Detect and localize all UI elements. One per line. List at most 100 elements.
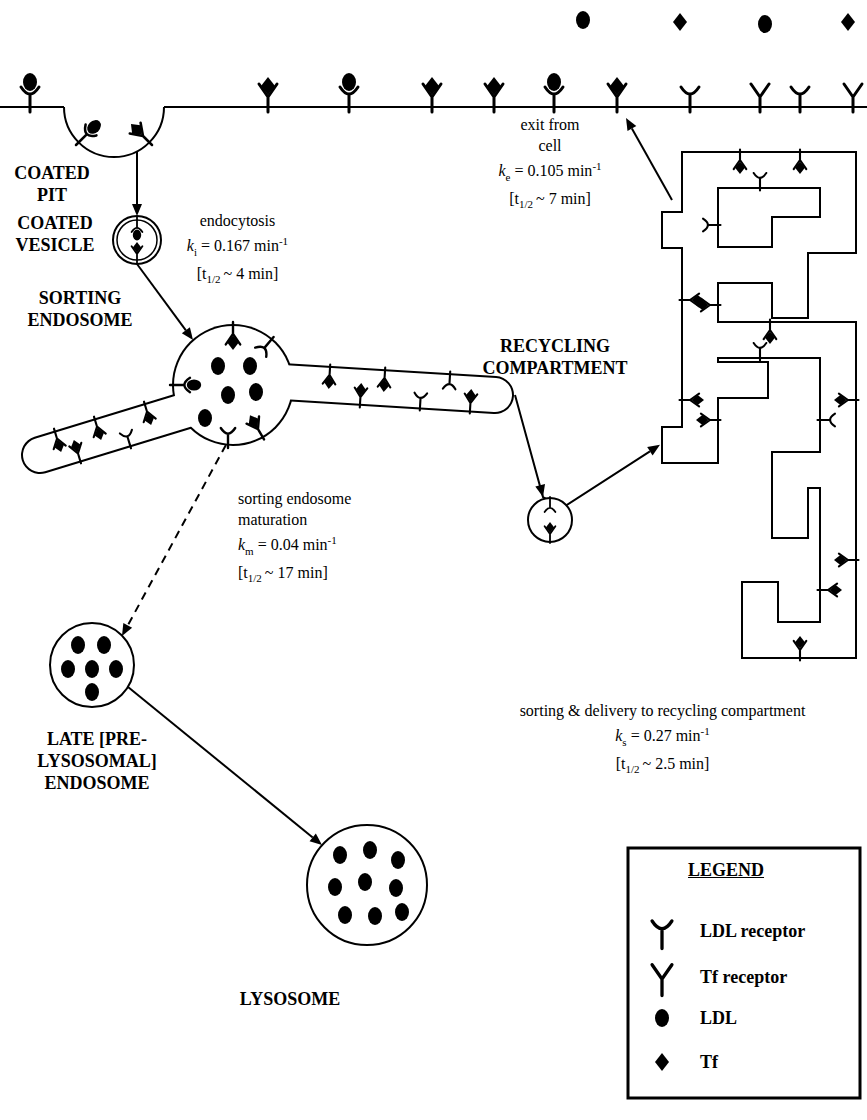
pit-ldl-receptor: [71, 116, 105, 150]
vesicle-tf-receptor: [132, 242, 143, 263]
connector-line: [137, 264, 186, 330]
recycling-tf-receptor: [734, 150, 747, 175]
endosome-ldl-receptor: [255, 332, 279, 357]
node-label: LYSOSOME: [235, 988, 345, 1010]
text-line: ks= 0.27 min-1: [460, 721, 865, 753]
legend-entry: Tf receptor: [700, 966, 787, 988]
arrowhead: [132, 204, 142, 216]
note-text: k: [238, 536, 245, 553]
tubule-tf-receptor: [463, 389, 477, 414]
tubule-border: [680, 170, 838, 640]
recycling-tf-receptor: [680, 394, 705, 407]
tubule-ldl-receptor: [413, 393, 427, 411]
note-text: ~ 2.5 min]: [642, 755, 709, 772]
note-text: [t: [238, 564, 248, 581]
membrane-ldl-receptor: [21, 73, 39, 112]
lysosome-ldl: [363, 841, 377, 859]
membrane-ldl-receptor: [791, 87, 809, 112]
note-text: endocytosis: [200, 212, 276, 229]
text-line: LEGEND: [688, 860, 838, 881]
subscript: 1/2: [519, 198, 533, 210]
subscript: m: [245, 545, 254, 557]
legend-title: LEGEND: [688, 860, 838, 881]
lysosome-ldl: [358, 873, 372, 891]
pit-tf-receptor: [126, 119, 158, 151]
subscript: 1/2: [206, 273, 220, 285]
sorting-endosome-shape: [20, 325, 515, 475]
vesicle-outline: [113, 216, 161, 264]
tubule-lumen: [680, 170, 838, 640]
note-text: ~ 7 min]: [536, 190, 591, 207]
maturation-rate-note: sorting endosome maturationkm= 0.04 min-…: [238, 488, 388, 589]
subscript: e: [506, 171, 511, 183]
text-line: endocytosis: [170, 210, 305, 231]
note-text: = 0.04 min: [258, 536, 328, 553]
endosome-ldl: [198, 409, 212, 427]
coated-pit-shape: [64, 107, 164, 157]
endosome-ldl-receptor: [221, 428, 235, 448]
lysosome-ldl: [338, 906, 352, 924]
recycling-tf-receptor: [834, 394, 859, 407]
connector: [515, 395, 660, 508]
late-endosome-ldl: [61, 660, 75, 678]
legend-text: Tf: [700, 1051, 718, 1073]
connector: [137, 264, 193, 340]
endosome-ldl-receptor: [170, 378, 201, 392]
recycling-compartment: RECYCLING COMPARTMENT: [660, 130, 867, 660]
connector-line: [128, 445, 226, 625]
label-holder: LATE [PRE-LYSOSOMAL] ENDOSOME: [2, 728, 192, 794]
membrane-tf-receptor: [485, 77, 503, 112]
legend-entry: LDL: [700, 1007, 737, 1029]
subscript: s: [622, 736, 626, 748]
late-endosome-ldl: [85, 660, 99, 678]
note-text: k: [615, 727, 622, 744]
late-endosome-ldl: [109, 660, 123, 678]
legend-entry: Tf: [700, 1051, 718, 1073]
node-label: SORTING ENDOSOME: [15, 287, 145, 331]
superscript: -1: [279, 235, 288, 247]
tubule-tf-receptor: [138, 400, 157, 427]
label-holder: SORTING ENDOSOME: [15, 287, 145, 331]
pit-outline: [64, 107, 164, 157]
membrane-tf-receptor: [423, 77, 441, 112]
legend-ldl-sample: [655, 1009, 669, 1027]
tubule-tf-receptor: [353, 383, 367, 408]
endosome-tf-receptor: [244, 412, 270, 443]
coated-pit: COATED PIT: [64, 107, 164, 157]
note-text: = 0.167 min: [201, 237, 279, 254]
membrane-tf-receptor: [259, 77, 277, 112]
exit-arrow: [632, 129, 672, 201]
recycling-tf-receptor: [764, 320, 777, 345]
free-ldl: [758, 15, 772, 33]
legend-text: Tf receptor: [700, 966, 787, 988]
recycling-ldl-receptor: [754, 173, 767, 191]
note-text: k: [498, 162, 505, 179]
legend-text: LDL: [700, 1007, 737, 1029]
recycling-tf-receptor: [818, 584, 843, 597]
superscript: -1: [701, 725, 710, 737]
recycling-compartment-shape: [660, 130, 867, 660]
arrowhead: [310, 834, 322, 845]
arrowhead: [182, 327, 193, 340]
late-endosome-ldl: [71, 636, 85, 654]
vesicle-ldl-receptor: [132, 217, 143, 240]
exit-rate-note: exit from cellke= 0.105 min-1[t1/2~ 7 mi…: [485, 114, 615, 215]
note-text: sorting & delivery to recycling compartm…: [520, 702, 806, 719]
late-endosome-ldl: [85, 683, 99, 701]
tubule-tf-receptor: [377, 367, 391, 392]
recycling-ldl-receptor: [754, 343, 767, 361]
legend-ldl-receptor-sample: [652, 921, 672, 949]
note-text: ~ 4 min]: [223, 265, 278, 282]
text-line: sorting & delivery to recycling compartm…: [460, 700, 865, 721]
vesicle-ldl-receptor: [545, 497, 556, 512]
label-holder: RECYCLING COMPARTMENT: [460, 335, 650, 379]
lysosome-ldl: [389, 879, 403, 897]
tubule-tf-receptor: [88, 415, 107, 442]
tubule-lumen: [40, 380, 495, 455]
legend-text: LDL receptor: [700, 920, 805, 942]
free-ldl: [576, 11, 590, 29]
arrowhead: [122, 623, 132, 636]
exit-arrowhead: [626, 118, 636, 131]
node-label: LATE [PRE-LYSOSOMAL] ENDOSOME: [2, 728, 192, 794]
